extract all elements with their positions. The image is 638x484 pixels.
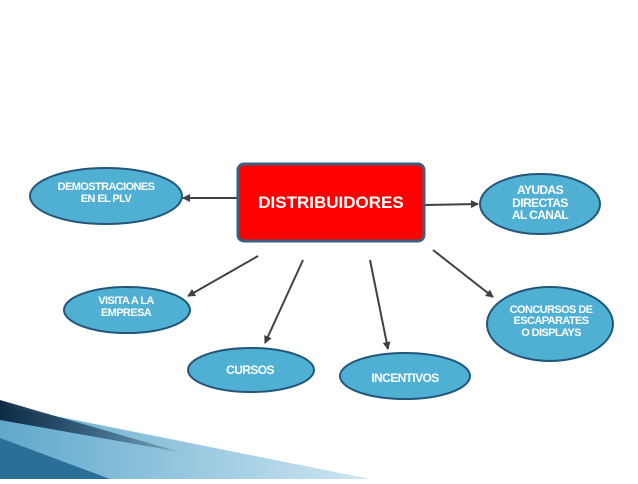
label-concursos: CONCURSOS DE ESCAPARATES O DISPLAYS <box>509 303 593 339</box>
nodes <box>29 167 614 400</box>
label-cursos: CURSOS <box>226 362 274 377</box>
node-cursos <box>187 347 315 393</box>
node-incentivos <box>339 352 471 400</box>
arrow-to-ayudas <box>424 200 479 209</box>
label-incentivos: INCENTIVOS <box>371 370 439 385</box>
corner-stripe-dark <box>0 400 180 452</box>
arrow-to-incentivos <box>369 259 391 350</box>
node-demostraciones <box>29 167 183 225</box>
corner-stripe-light <box>0 405 370 479</box>
arrow-to-concursos <box>432 249 494 298</box>
arrow-to-visita <box>187 255 259 297</box>
node-ayudas <box>479 173 601 235</box>
label-demostraciones: DEMOSTRACIONES EN EL PLV <box>57 181 155 205</box>
node-concursos <box>486 286 614 362</box>
corner-stripe-mid <box>0 438 110 479</box>
corner-decoration <box>0 400 370 479</box>
label-visita: VISITA A LA EMPRESA <box>98 295 154 319</box>
arrows <box>182 194 494 350</box>
center-node <box>236 162 426 243</box>
center-label: DISTRIBUIDORES <box>258 192 404 212</box>
arrow-to-cursos <box>264 259 304 344</box>
label-ayudas: AYUDAS DIRECTAS AL CANAL <box>511 183 569 223</box>
node-visita <box>63 286 191 334</box>
